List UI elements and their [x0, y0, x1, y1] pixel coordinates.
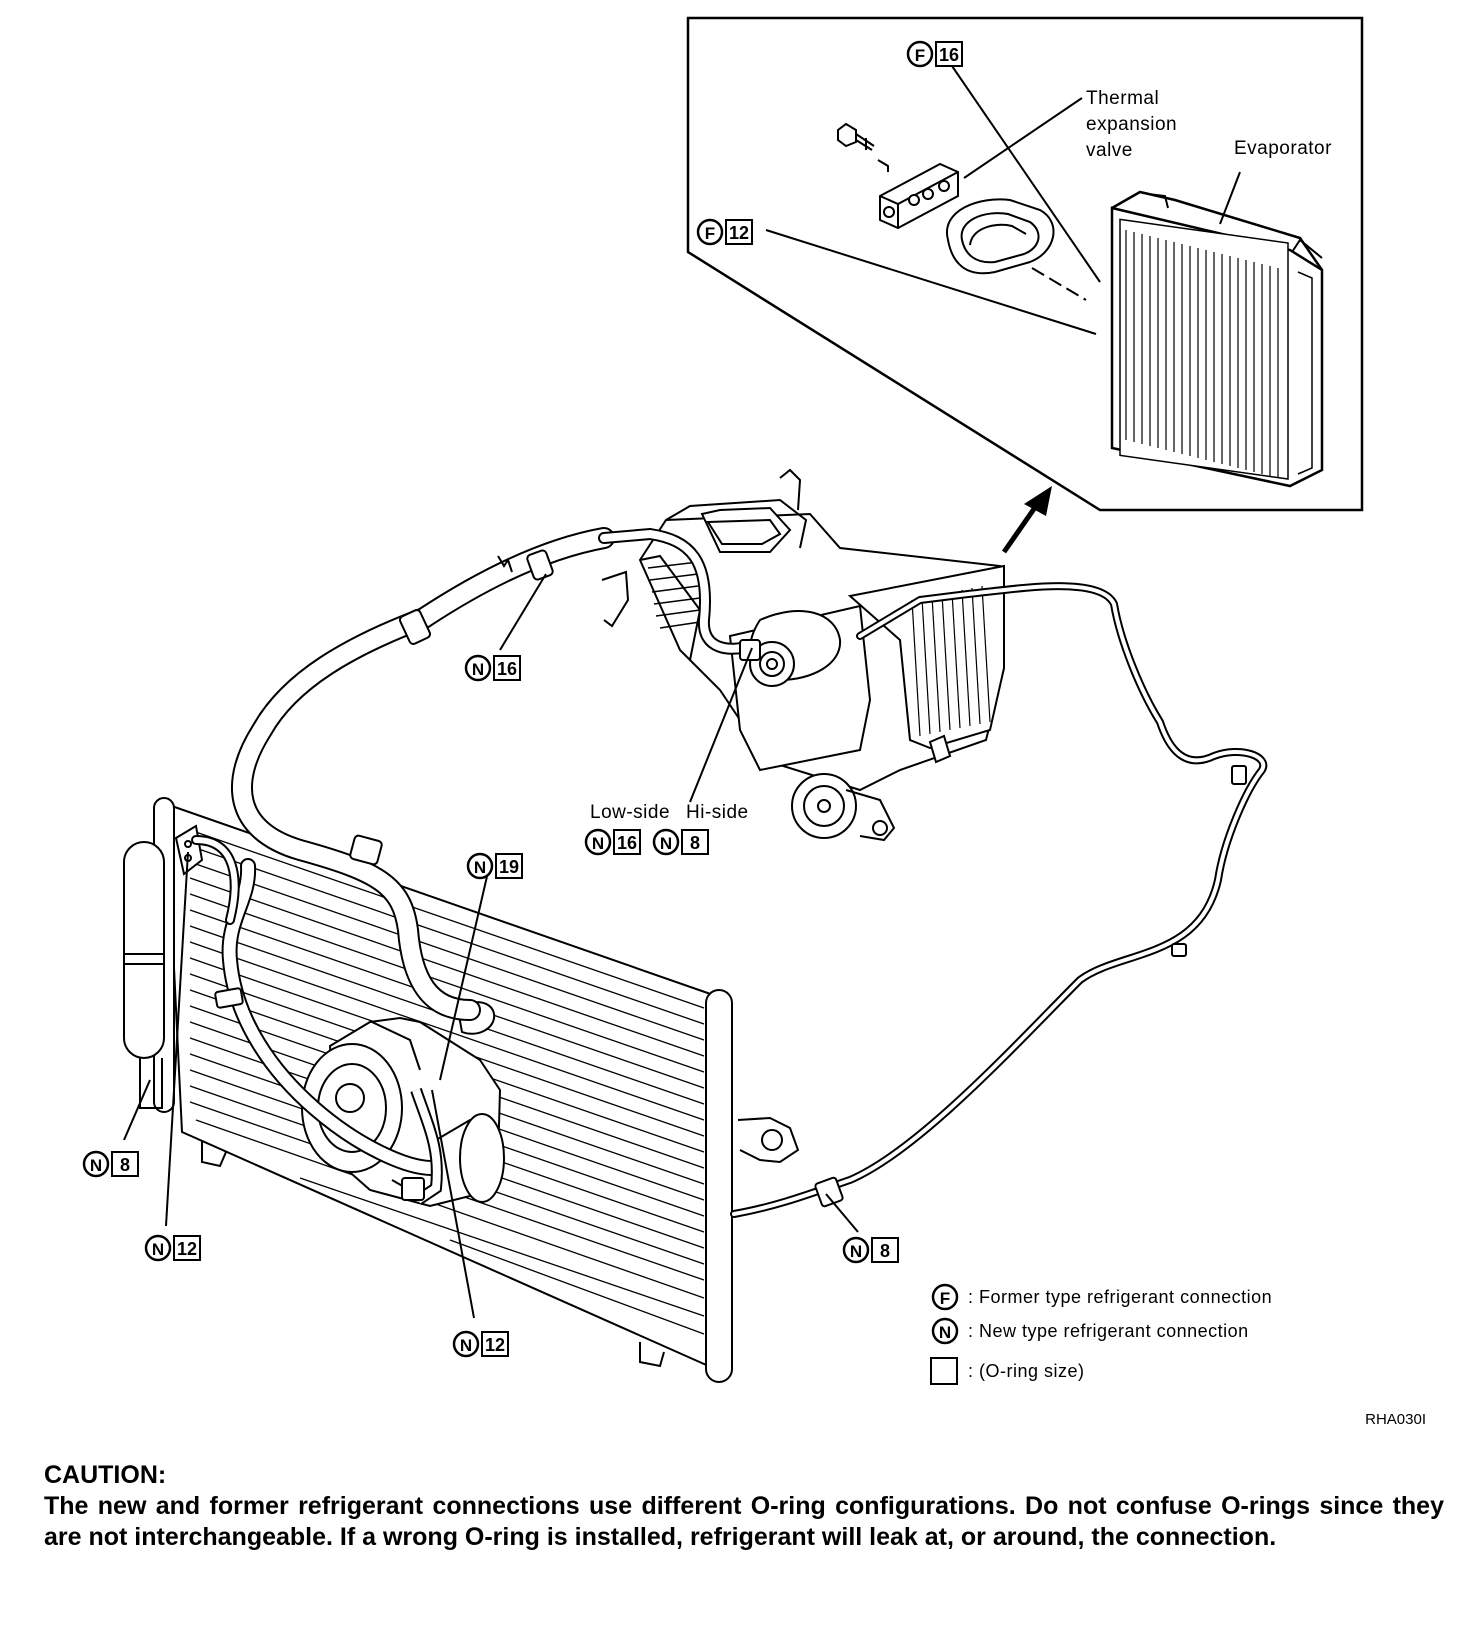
badge-oring-size: 12: [177, 1239, 197, 1259]
badge-inset-mid: F 12: [696, 218, 753, 246]
badge-type-letter: N: [90, 1156, 102, 1175]
badge-oring-size: 19: [499, 857, 519, 877]
badge-condenser-left: N 12: [144, 1234, 201, 1262]
badge-compressor-top: N 19: [466, 852, 523, 880]
legend-former-symbol: F: [940, 1289, 950, 1308]
expansion-valve-drawing: [837, 122, 959, 230]
badge-oring-box: [111, 1151, 139, 1177]
badge-low-side: N 16: [584, 828, 641, 856]
legend-new-symbol: N: [939, 1323, 951, 1342]
badge-type-circle: [584, 828, 612, 856]
caution-note: CAUTION: The new and former refrigerant …: [44, 1460, 1444, 1553]
badge-type-circle: [906, 40, 934, 68]
badge-type-letter: N: [850, 1242, 862, 1261]
badge-oring-size: 8: [120, 1155, 130, 1175]
badge-type-letter: N: [474, 858, 486, 877]
evaporator-core-drawing: [1110, 190, 1324, 488]
refrigerant-lines: [191, 527, 1268, 1218]
badge-type-letter: N: [152, 1240, 164, 1259]
caution-text: The new and former refrigerant connectio…: [44, 1492, 1444, 1551]
badge-oring-box: [725, 219, 753, 245]
badge-type-letter: N: [592, 834, 604, 853]
badge-type-letter: F: [705, 224, 715, 243]
legend-oring-text: : (O-ring size): [968, 1361, 1085, 1381]
badge-inset-top: F 16: [906, 40, 963, 68]
figure-code: RHA030I: [1365, 1411, 1426, 1428]
main-leader-lines: [123, 573, 859, 1319]
badge-type-letter: N: [460, 1336, 472, 1355]
badge-type-letter: N: [472, 660, 484, 679]
badge-oring-size: 12: [729, 223, 749, 243]
caution-heading: CAUTION:: [44, 1461, 167, 1489]
legend-oring-row: : (O-ring size): [930, 1357, 1085, 1385]
badge-type-letter: N: [660, 834, 672, 853]
badge-hose-upper: N 16: [464, 654, 521, 682]
badge-oring-box: [871, 1237, 899, 1263]
badge-type-circle: [842, 1236, 870, 1264]
badge-type-circle: [464, 654, 492, 682]
badge-oring-box: [481, 1331, 509, 1357]
badge-type-circle: [452, 1330, 480, 1358]
legend-new-row: N : New type refrigerant connection: [931, 1317, 1249, 1345]
badge-oring-size: 16: [497, 659, 517, 679]
hi-side-label: Hi-side: [686, 802, 749, 823]
detail-arrow: [1001, 486, 1052, 554]
badge-oring-size: 8: [880, 1241, 890, 1261]
badge-type-circle: [652, 828, 680, 856]
badge-oring-box: [495, 853, 523, 879]
thermal-valve-label-line1: Thermal: [1086, 88, 1159, 109]
badge-type-circle: [466, 852, 494, 880]
heater-evaporator-unit-drawing: [601, 468, 1006, 842]
badge-type-circle: [144, 1234, 172, 1262]
badge-oring-box: [613, 829, 641, 855]
thermal-valve-label-line2: expansion: [1086, 114, 1177, 135]
legend-new-text: : New type refrigerant connection: [968, 1321, 1249, 1341]
legend-new-symbol-circle: [931, 1317, 959, 1345]
legend: F : Former type refrigerant connection N…: [930, 1283, 1272, 1385]
badge-type-circle: [696, 218, 724, 246]
badge-oring-size: 16: [617, 833, 637, 853]
badge-type-letter: F: [915, 46, 925, 65]
o-ring-gasket-drawing: [945, 198, 1055, 275]
low-side-label: Low-side: [590, 802, 670, 823]
badge-oring-box: [935, 41, 963, 67]
badge-type-circle: [82, 1150, 110, 1178]
badge-oring-box: [681, 829, 709, 855]
legend-former-text: : Former type refrigerant connection: [968, 1287, 1272, 1307]
badge-oring-size: 12: [485, 1335, 505, 1355]
badge-oring-size: 16: [939, 45, 959, 65]
badge-oring-size: 8: [690, 833, 700, 853]
legend-oring-box: [930, 1357, 958, 1385]
legend-former-row: F : Former type refrigerant connection: [931, 1283, 1272, 1311]
badge-compressor-bottom: N 12: [452, 1330, 509, 1358]
inset-leader-lines: [765, 65, 1241, 335]
badge-oring-box: [173, 1235, 201, 1261]
badge-oring-box: [493, 655, 521, 681]
inset-detail: Thermal expansion valve Evaporator: [686, 16, 1364, 512]
legend-former-symbol-circle: [931, 1283, 959, 1311]
thermal-valve-label-line3: valve: [1086, 140, 1133, 161]
evaporator-label: Evaporator: [1234, 138, 1332, 159]
